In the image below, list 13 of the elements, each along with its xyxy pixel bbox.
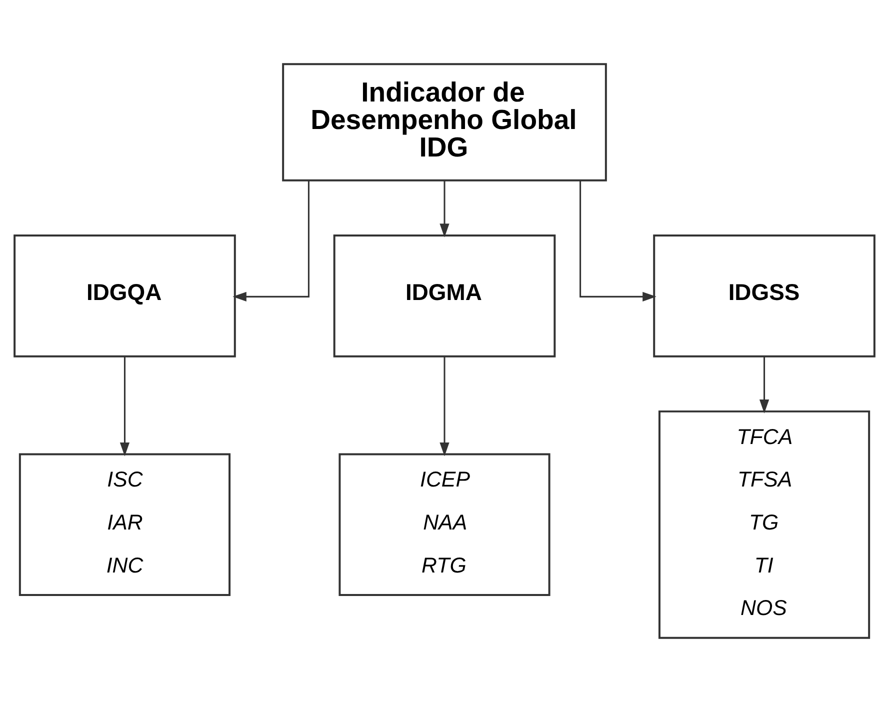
node-box: Indicador de Desempenho Global IDG [282, 63, 607, 182]
node-box: IDGQA [14, 234, 236, 358]
arrow [580, 180, 656, 302]
node-box: IDGMA [333, 234, 556, 358]
node-box: TFCA TFSA TG TI NOS [658, 410, 870, 639]
node-box: ICEP NAA RTG [338, 453, 550, 596]
node-box: ISC IAR INC [18, 453, 231, 596]
arrow [440, 356, 450, 456]
node-box: IDGSS [653, 234, 876, 358]
arrow [120, 356, 130, 456]
arrow [440, 180, 450, 238]
arrow [759, 356, 770, 414]
arrow [232, 180, 310, 302]
